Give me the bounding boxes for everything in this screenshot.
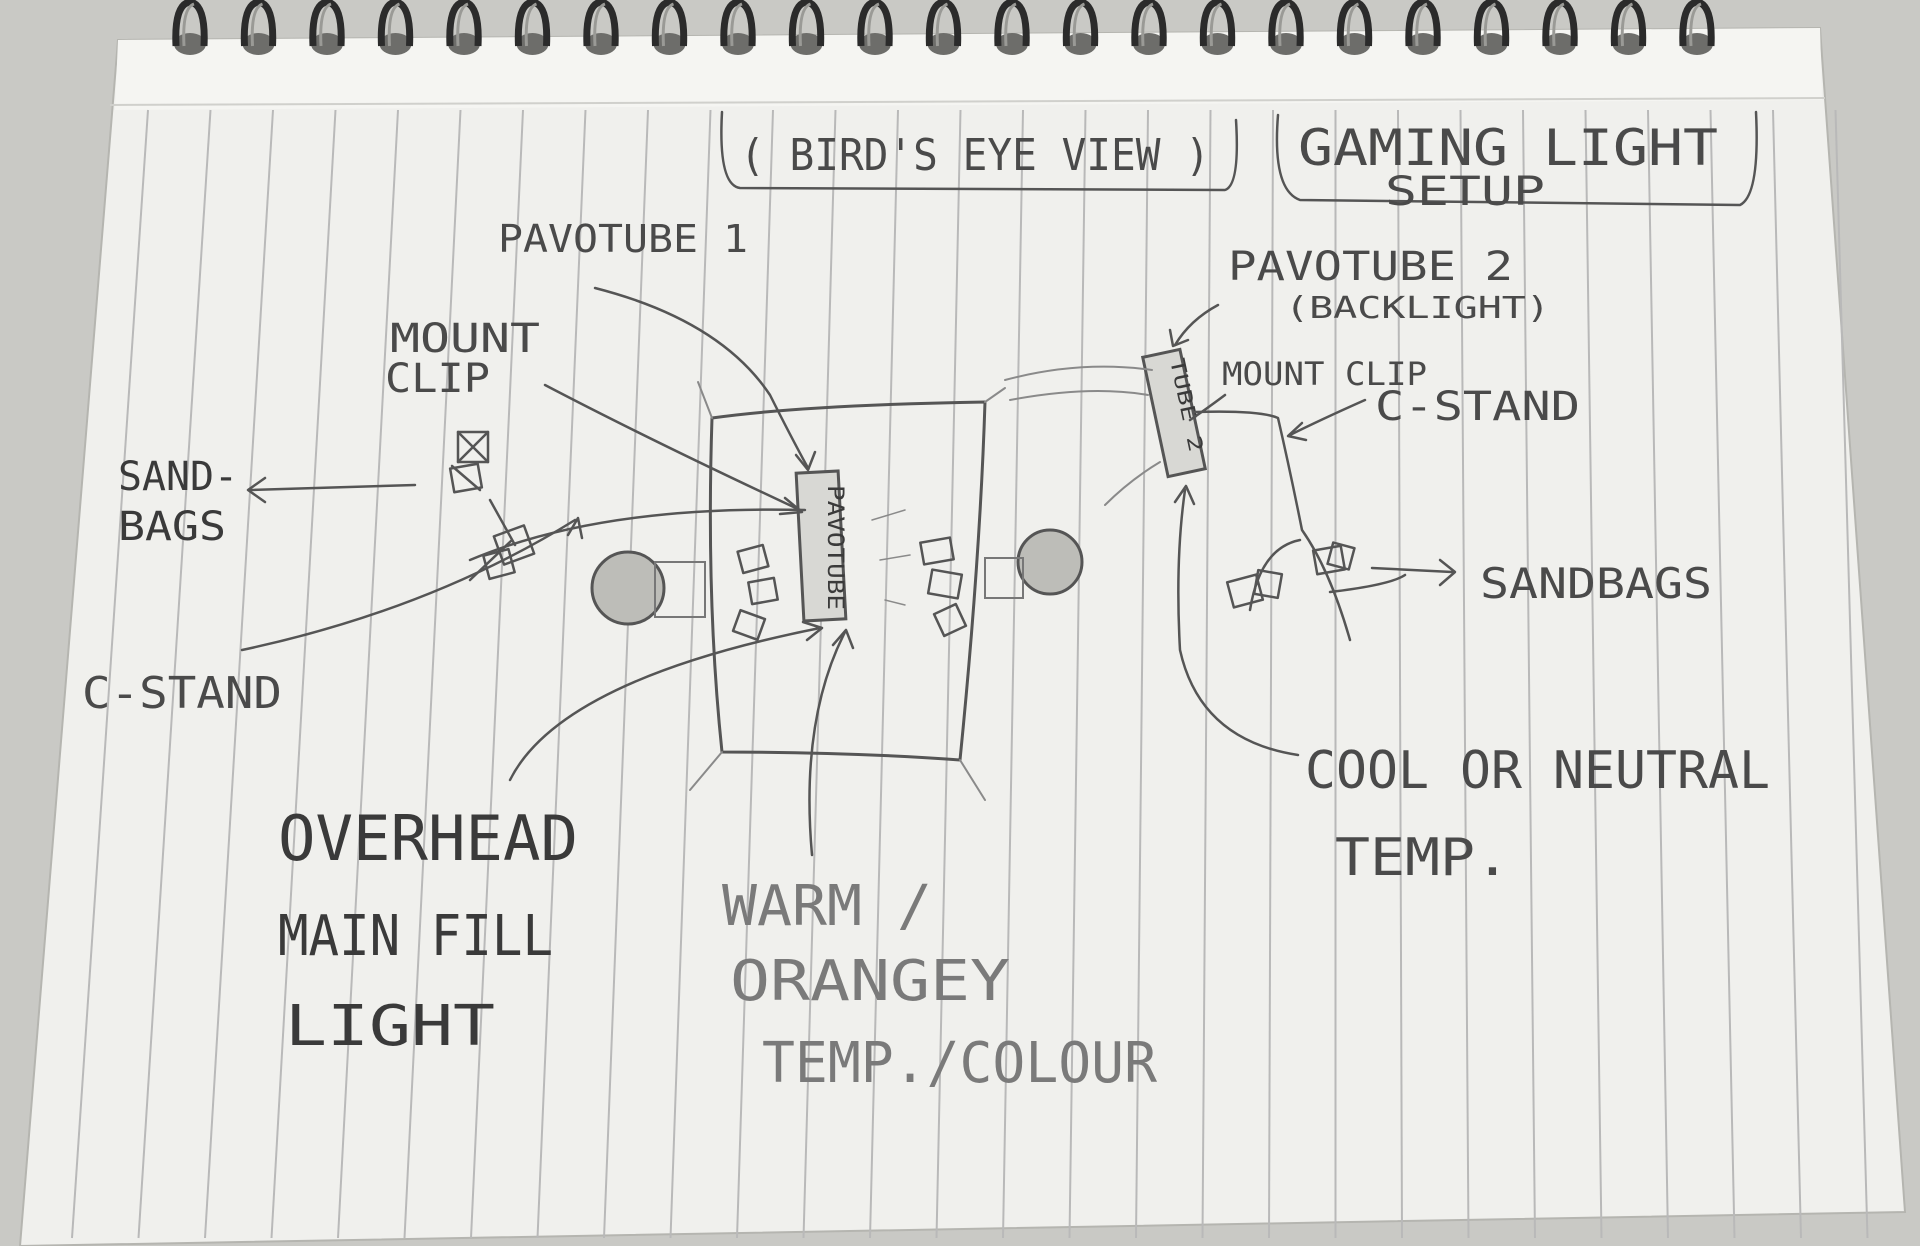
label-sandbags-left-2: BAGS — [118, 504, 226, 550]
arrow-pavotube-2 — [1173, 303, 1220, 347]
chair-right — [984, 528, 1084, 599]
spiral-ring — [240, 0, 277, 55]
arrow-mount-clip-right — [1188, 393, 1227, 422]
ruled-line — [137, 109, 212, 1239]
label-backlight: (BACKLIGHT) — [1285, 291, 1550, 326]
ruled-line — [1647, 109, 1669, 1239]
label-sandbags-right: SANDBAGS — [1480, 559, 1712, 608]
ruled-line — [869, 109, 899, 1239]
label-mount-clip-left-1: MOUNT — [390, 316, 540, 362]
spiral-ring — [720, 0, 756, 55]
ruled-line — [603, 109, 649, 1239]
title-line-1: GAMING LIGHT — [1298, 119, 1718, 177]
arrow-c-stand-left-label — [240, 518, 577, 652]
spiral-ring — [925, 0, 962, 55]
ruled-lines — [71, 109, 1869, 1239]
arrow-pavotube-1 — [593, 286, 810, 470]
pavotube-1: PAVOTUBE — [794, 469, 848, 623]
ruled-line — [1268, 109, 1274, 1239]
ruled-line — [536, 109, 587, 1239]
title-box-outline — [1275, 110, 1758, 207]
arrow-warm — [808, 630, 847, 857]
arrow-sandbags-left — [248, 483, 417, 492]
label-sandbags-left-1: SAND- — [118, 454, 238, 500]
ruled-line — [270, 109, 337, 1239]
ruled-line — [204, 109, 274, 1239]
arrow-cool — [1177, 488, 1300, 757]
arrows — [240, 286, 1457, 857]
label-overhead-1: OVERHEAD — [278, 802, 578, 875]
arrow-mount-clip-left — [543, 383, 802, 512]
ruled-line — [935, 109, 962, 1239]
title-line-2: SETUP — [1385, 169, 1545, 215]
spiral-ring — [1473, 0, 1510, 55]
label-overhead-3: LIGHT — [285, 994, 495, 1059]
right-c-stand — [1193, 410, 1356, 642]
left-mount-clip — [448, 430, 490, 494]
spiral-ring — [788, 0, 825, 55]
ruled-line — [1459, 109, 1470, 1239]
spiral-ring — [1679, 0, 1715, 55]
spiral-ring — [514, 0, 551, 55]
ruled-line — [337, 109, 399, 1239]
arrow-c-stand-right — [1288, 398, 1367, 437]
arrow-c-stand-left — [468, 508, 807, 562]
ruled-line — [1772, 109, 1802, 1239]
label-warm-3: TEMP./COLOUR — [762, 1031, 1157, 1096]
ruled-line — [1397, 109, 1403, 1239]
spiral-ring — [1062, 0, 1099, 55]
ruled-line — [71, 109, 149, 1239]
label-pavotube-2: PAVOTUBE 2 — [1228, 244, 1513, 290]
label-mount-clip-left-2: CLIP — [385, 356, 490, 402]
ruled-line — [669, 109, 712, 1239]
ruled-line — [1834, 109, 1869, 1239]
label-warm-2: ORANGEY — [730, 949, 1010, 1014]
label-overhead-2: MAIN FILL — [278, 904, 553, 969]
view-box-text: ( BIRD'S EYE VIEW ) — [740, 130, 1210, 181]
spiral-ring — [1405, 0, 1441, 55]
spiral-ring — [377, 0, 414, 55]
label-warm-1: WARM / — [722, 874, 932, 939]
label-c-stand-left: C-STAND — [82, 668, 282, 719]
spiral-ring — [1131, 0, 1167, 55]
spiral-ring — [994, 0, 1030, 55]
spiral-ring — [309, 0, 345, 55]
label-c-stand-right: C-STAND — [1375, 384, 1580, 430]
pavotube-1-text: PAVOTUBE — [822, 485, 847, 610]
ruled-line — [403, 109, 462, 1239]
ruled-line — [1201, 109, 1212, 1239]
spiral-ring — [172, 0, 208, 55]
desk-gear-left — [731, 543, 779, 642]
chair-left — [590, 550, 706, 626]
view-box-outline — [720, 110, 1239, 192]
arrow-overhead — [508, 626, 822, 782]
ruled-line — [1002, 109, 1024, 1239]
spiral-ring — [446, 0, 482, 55]
label-cool-1: COOL OR NEUTRAL — [1305, 741, 1770, 801]
spiral-binding — [172, 0, 1715, 55]
spiral-ring — [1610, 0, 1647, 55]
spiral-ring — [1336, 0, 1373, 55]
spiral-ring — [1268, 0, 1304, 55]
ruled-line — [1522, 109, 1536, 1239]
label-pavotube-1: PAVOTUBE 1 — [498, 217, 748, 261]
ruled-line — [1068, 109, 1087, 1239]
spiral-ring — [857, 0, 893, 55]
ruled-line — [470, 109, 524, 1239]
spiral-ring — [651, 0, 688, 55]
ruled-line — [1709, 109, 1736, 1239]
arrow-sandbags-right — [1370, 566, 1454, 574]
spiral-ring — [1199, 0, 1236, 55]
ruled-line — [1135, 109, 1149, 1239]
label-mount-clip-right: MOUNT CLIP — [1222, 355, 1427, 393]
desk-gear-right — [919, 536, 968, 638]
label-cool-2: TEMP. — [1335, 828, 1510, 888]
spiral-ring — [583, 0, 619, 55]
spiral-ring — [1542, 0, 1578, 55]
ruled-line — [736, 109, 774, 1239]
ruled-line — [1584, 109, 1603, 1239]
ruled-line — [802, 109, 837, 1239]
